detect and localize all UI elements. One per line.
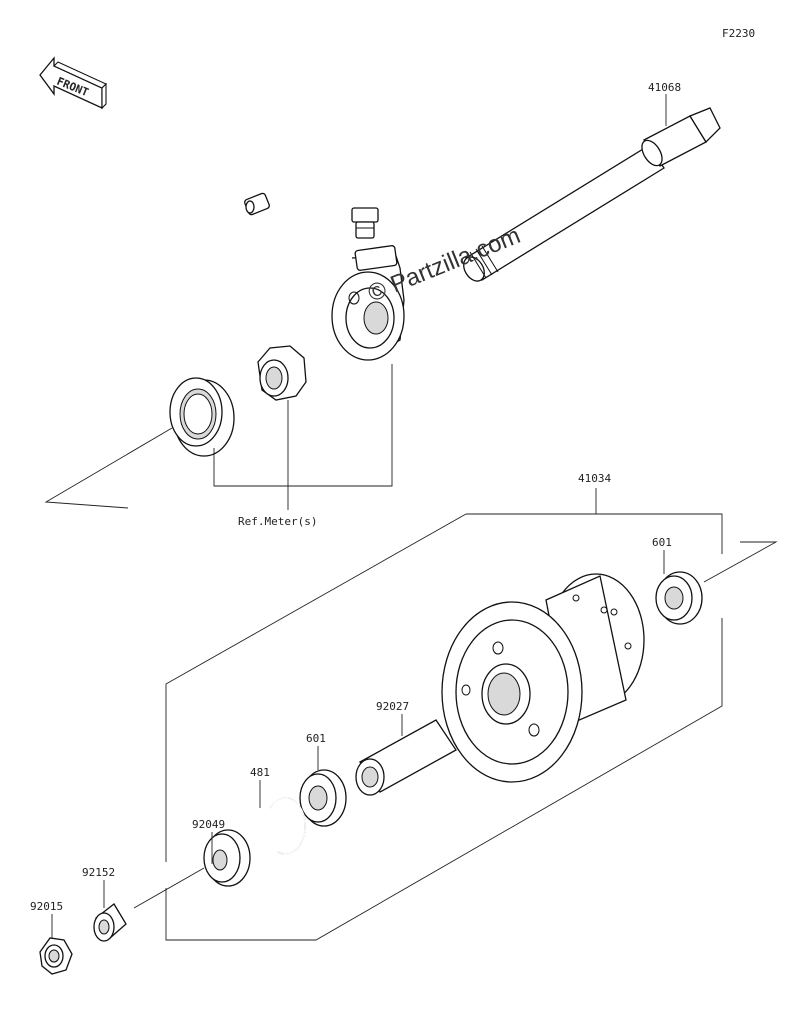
part-number-92027[interactable]: 92027 (376, 700, 409, 713)
spacer-tube (355, 719, 457, 796)
meter-drive-gear (257, 345, 307, 401)
part-number-41068[interactable]: 41068 (648, 81, 681, 94)
circlip (269, 797, 306, 855)
part-number-92015[interactable]: 92015 (30, 900, 63, 913)
part-number-41034[interactable]: 41034 (578, 472, 611, 485)
bearing-right (655, 571, 703, 625)
bearing-left (299, 769, 347, 827)
ref-meter-label: Ref.Meter(s) (238, 515, 317, 528)
oil-seal (169, 377, 235, 457)
front-axle (463, 107, 721, 282)
part-number-601-left[interactable]: 601 (306, 732, 326, 745)
collar (203, 829, 251, 887)
wheel-hub (441, 573, 645, 783)
part-number-92049[interactable]: 92049 (192, 818, 225, 831)
part-number-601-right[interactable]: 601 (652, 536, 672, 549)
part-number-92152[interactable]: 92152 (82, 866, 115, 879)
diagram-code: F2230 (722, 27, 755, 40)
meter-gear-housing (331, 245, 405, 361)
front-arrow-icon: FRONT (39, 56, 107, 110)
part-number-481[interactable]: 481 (250, 766, 270, 779)
speedometer-cable (244, 151, 379, 239)
spacer-short (93, 903, 127, 942)
axle-nut (39, 937, 73, 975)
